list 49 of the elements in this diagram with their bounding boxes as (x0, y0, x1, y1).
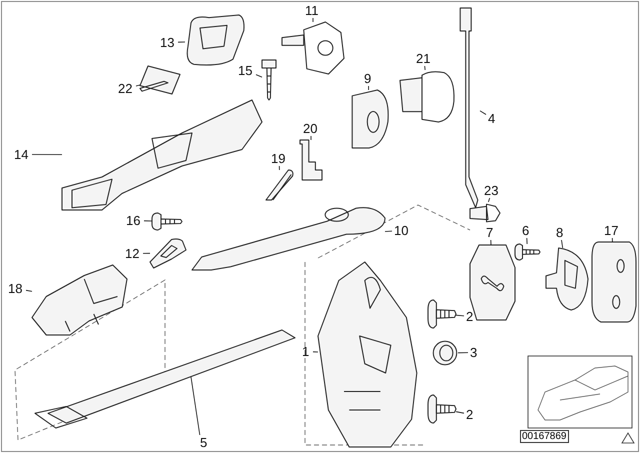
leader-line (26, 290, 32, 292)
leader-line (480, 110, 486, 115)
callout-number: 15 (238, 64, 254, 77)
leader-line (458, 352, 468, 354)
callout-number: 10 (394, 224, 410, 237)
leader-line (456, 411, 464, 414)
callout-number: 19 (271, 152, 287, 165)
leader-line (456, 314, 464, 316)
leader-line (368, 86, 369, 90)
callout-number: 1 (302, 345, 311, 358)
leader-line (384, 230, 392, 232)
leader-line (424, 66, 426, 70)
leader-line (32, 154, 62, 155)
callout-number: 23 (484, 184, 500, 197)
leader-line (561, 240, 564, 248)
leader-line (136, 84, 140, 86)
drawing-number: 00167869 (520, 430, 568, 443)
callout-number: 22 (118, 82, 134, 95)
callout-number: 2 (466, 408, 475, 421)
callout-number: 7 (486, 226, 495, 239)
leader-line (178, 42, 186, 43)
callout-number: 18 (8, 282, 24, 295)
callout-number: 5 (200, 436, 209, 449)
leader-line (310, 136, 312, 140)
callout-number: 9 (364, 72, 373, 85)
leader-line (490, 240, 492, 246)
callout-number: 16 (126, 214, 142, 227)
leader-line (488, 198, 490, 202)
leader-line (278, 166, 280, 170)
callout-number: 17 (604, 224, 620, 237)
callout-number: 21 (416, 52, 432, 65)
leader-line (144, 220, 152, 222)
callout-number: 8 (556, 226, 565, 239)
callout-number: 14 (14, 148, 30, 161)
leader-line (312, 351, 318, 352)
leader-line (190, 376, 200, 436)
leader-line (612, 238, 613, 242)
callout-number: 12 (125, 247, 141, 260)
callout-number: 2 (466, 310, 475, 323)
callout-number: 11 (305, 4, 321, 17)
leader-line (256, 74, 262, 78)
callout-number: 13 (160, 36, 176, 49)
callout-number: 6 (522, 224, 531, 237)
callout-number: 4 (488, 112, 497, 125)
leader-line (312, 18, 314, 22)
leader-line (526, 238, 528, 244)
leader-line (142, 252, 150, 254)
callout-number: 3 (470, 346, 479, 359)
callout-number: 20 (303, 122, 319, 135)
